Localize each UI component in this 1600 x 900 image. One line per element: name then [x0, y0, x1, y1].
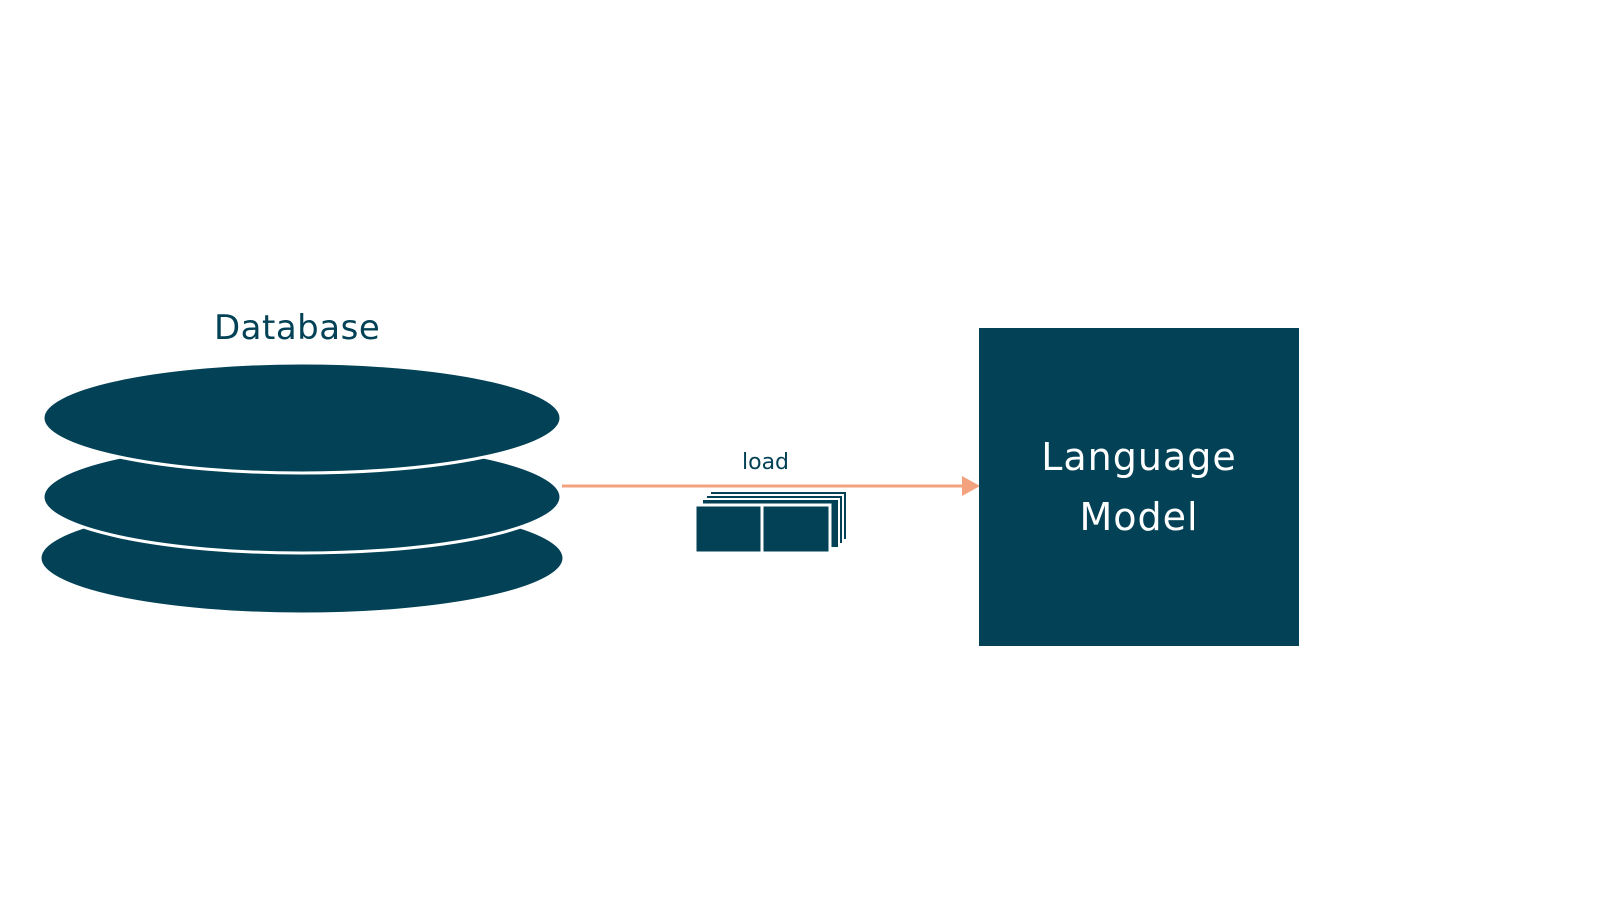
language-model-label-line1: Language	[1041, 435, 1237, 479]
language-model-label-line2: Model	[1079, 495, 1199, 539]
document-stack-icon	[693, 490, 848, 555]
load-arrow	[562, 476, 980, 496]
load-label: load	[742, 450, 790, 475]
page-front-right	[760, 503, 832, 555]
database-icon	[38, 361, 566, 616]
page-front-left	[693, 503, 764, 555]
language-model-label: Language Model	[1041, 427, 1237, 547]
database-disk-top	[41, 361, 563, 475]
arrow-head-icon	[962, 476, 980, 496]
database-title: Database	[214, 308, 381, 348]
language-model-box: Language Model	[979, 328, 1299, 646]
language-model-box-shape	[979, 328, 1299, 646]
